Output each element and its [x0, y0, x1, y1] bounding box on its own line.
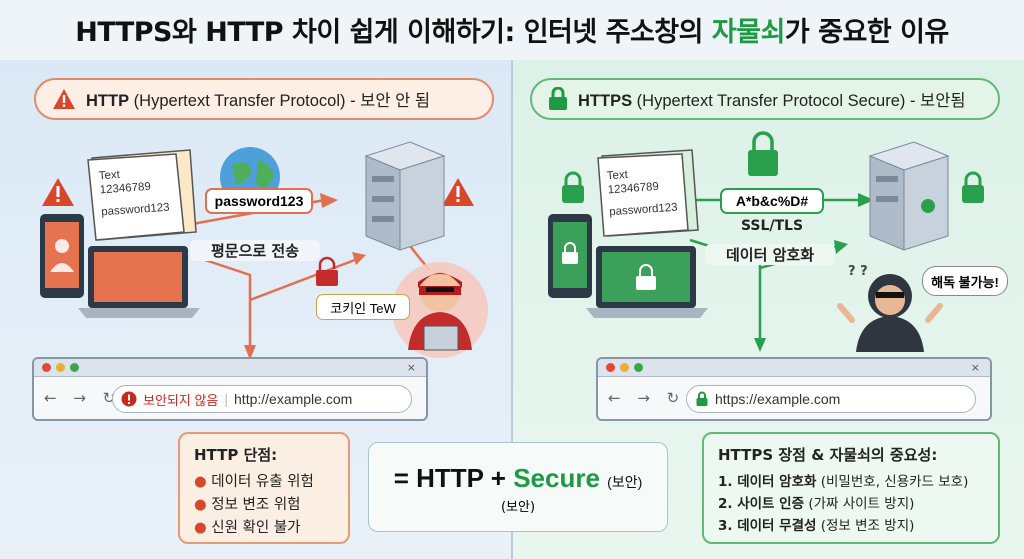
lock-icon-right-c	[962, 171, 984, 203]
nav-buttons[interactable]: ← → ↻	[608, 389, 686, 407]
hacker-quote-bubble: 해독 불가능!	[922, 266, 1008, 296]
cons-title: HTTP 단점:	[194, 446, 278, 464]
smartphone-icon-right	[548, 214, 592, 298]
address-bar-https[interactable]: https://example.com	[686, 385, 976, 413]
server-icon-left	[364, 141, 446, 251]
close-tab-icon[interactable]: ×	[406, 361, 416, 374]
smartphone-icon-left	[40, 214, 84, 298]
browser-window-http: × ← → ↻ 보안되지 않음 | http://example.com	[32, 357, 428, 421]
pros-item: 1. 데이터 암호화 (비밀번호, 신용카드 보호)	[718, 474, 969, 490]
confused-marks: ? ?	[848, 264, 868, 279]
ssl-tls-label: SSL/TLS	[740, 218, 804, 234]
nav-buttons[interactable]: ← → ↻	[44, 389, 122, 407]
close-tab-icon[interactable]: ×	[970, 361, 980, 374]
lock-icon	[549, 87, 567, 110]
broken-lock-icon	[316, 256, 338, 286]
hacker-icon-left	[392, 262, 488, 358]
warning-icon	[53, 89, 75, 109]
https-header: HTTPS (Hypertext Transfer Protocol Secur…	[530, 78, 1000, 120]
server-icon-right	[868, 141, 950, 251]
http-cons-box: HTTP 단점: ● 데이터 유출 위험 ● 정보 변조 위험 ● 신원 확인 …	[178, 432, 350, 544]
cons-item: ● 신원 확인 불가	[194, 520, 301, 536]
document-icon-left	[87, 149, 197, 241]
cons-item: ● 데이터 유출 위험	[194, 474, 314, 490]
equation-box: = HTTP + Secure (보안) (보안)	[368, 442, 668, 532]
browser-window-https: × ← → ↻ https://example.com	[596, 357, 992, 421]
laptop-icon-left	[78, 246, 200, 318]
alert-circle-icon	[121, 391, 137, 407]
intercept-bubble: 코키인 TeW	[316, 294, 410, 320]
page-title: HTTPS와 HTTP 차이 쉽게 이해하기: 인터넷 주소창의 자물쇠가 중요…	[75, 17, 949, 48]
encryption-label: 데이터 암호화	[705, 244, 835, 265]
lock-icon-right-a	[562, 171, 584, 203]
ciphertext-bubble: A*b&c%D#	[720, 188, 824, 214]
http-header: HTTP (Hypertext Transfer Protocol) - 보안 …	[34, 78, 494, 120]
pros-item: 3. 데이터 무결성 (정보 변조 방지)	[718, 518, 915, 534]
lock-icon	[696, 391, 708, 406]
warning-icon-left-a	[42, 178, 74, 206]
pros-title: HTTPS 장점 & 자물쇠의 중요성:	[718, 446, 938, 464]
pros-item: 2. 사이트 인증 (가짜 사이트 방지)	[718, 496, 915, 512]
panel-divider	[511, 60, 513, 559]
document-icon-right	[597, 149, 699, 237]
warning-icon-left-b	[442, 178, 474, 206]
address-bar-http[interactable]: 보안되지 않음 | http://example.com	[112, 385, 412, 413]
lock-icon-right-b	[748, 131, 778, 176]
hacker-icon-right	[837, 274, 943, 352]
cons-item: ● 정보 변조 위험	[194, 497, 301, 513]
send-plaintext-label: 평문으로 전송	[190, 240, 320, 261]
plaintext-bubble: password123	[205, 188, 313, 214]
https-pros-box: HTTPS 장점 & 자물쇠의 중요성: 1. 데이터 암호화 (비밀번호, 신…	[702, 432, 1000, 544]
laptop-icon-right	[586, 246, 708, 318]
